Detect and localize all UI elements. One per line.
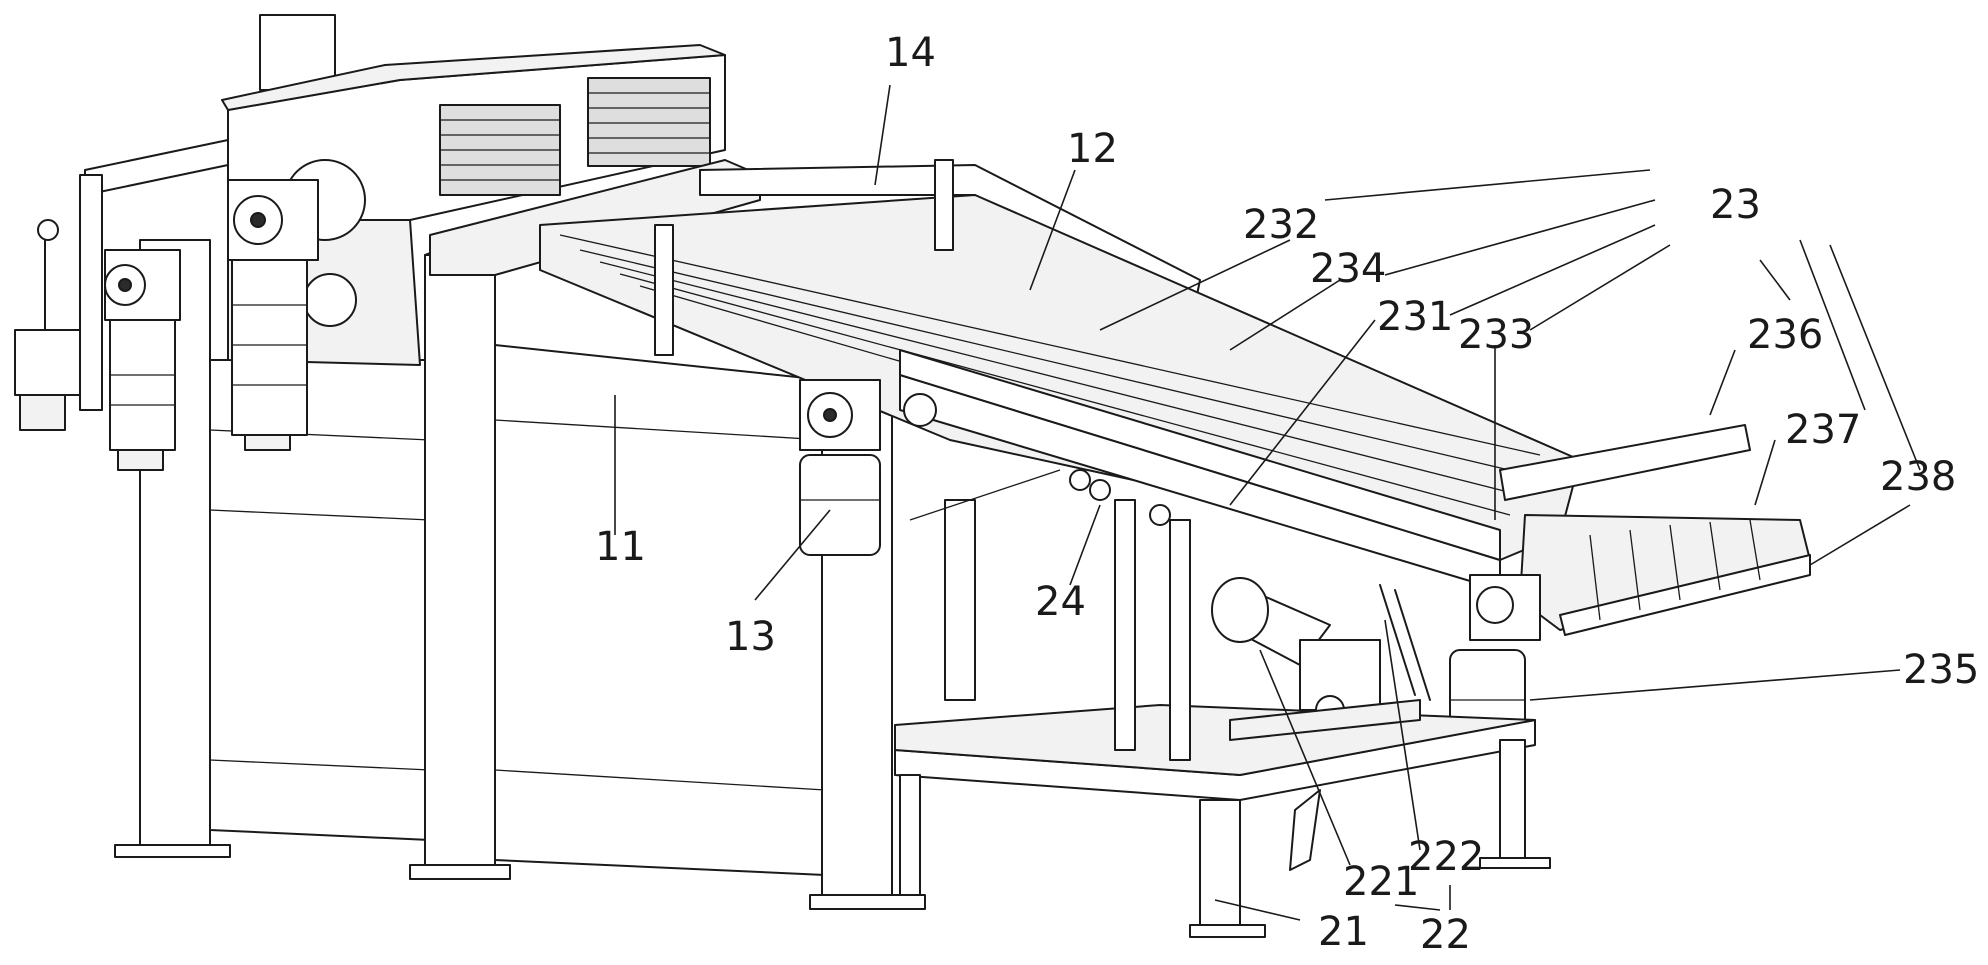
motor-a: [109, 319, 176, 451]
front-leg-21: [1199, 799, 1241, 931]
callout-22: 22: [1420, 912, 1471, 958]
callout-237: 237: [1785, 407, 1861, 453]
callout-13: 13: [725, 614, 776, 660]
guide-plate: [429, 159, 761, 276]
mid-pillar-foot: [809, 894, 926, 910]
motor-13-group: [799, 379, 937, 556]
pillar-foot: [409, 864, 511, 880]
upright: [654, 224, 674, 356]
upright: [934, 159, 954, 251]
callout-231: 231: [1377, 294, 1453, 340]
panel-11: [494, 344, 826, 876]
callout-222: 222: [1408, 834, 1484, 880]
gear-icon: [1476, 586, 1514, 624]
callout-11: 11: [595, 524, 646, 570]
callout-221: 221: [1343, 859, 1419, 905]
motor-13: [799, 454, 881, 556]
cylinder-block: [14, 329, 81, 396]
callout-236: 236: [1747, 312, 1823, 358]
left-foot: [114, 844, 231, 858]
motor-b: [231, 259, 308, 436]
inclined-conveyor: [539, 159, 1811, 751]
left-drives: [14, 179, 319, 471]
left-post: [79, 174, 103, 411]
top-housing: [79, 14, 761, 411]
end-guard-236: [1499, 424, 1751, 501]
callout-14: 14: [885, 30, 936, 76]
callout-238: 238: [1880, 454, 1956, 500]
callout-233: 233: [1458, 312, 1534, 358]
callout-232: 232: [1243, 202, 1319, 248]
flange-disc-lower: [303, 273, 357, 327]
callout-labels: 14 12 232 234 23 231 233 236 237 238 11 …: [595, 30, 1979, 958]
top-rail: [84, 139, 229, 196]
front-pillar: [424, 254, 496, 871]
end-rail-238: [1559, 554, 1811, 636]
leader-lines: [614, 84, 1921, 921]
callout-12: 12: [1067, 126, 1118, 172]
callout-24: 24: [1035, 579, 1086, 625]
callout-234: 234: [1310, 246, 1386, 292]
roller-24: [1069, 469, 1091, 491]
callout-23: 23: [1710, 182, 1761, 228]
callout-21: 21: [1318, 909, 1369, 955]
lower-frame: [894, 469, 1551, 938]
callout-235: 235: [1903, 647, 1979, 693]
